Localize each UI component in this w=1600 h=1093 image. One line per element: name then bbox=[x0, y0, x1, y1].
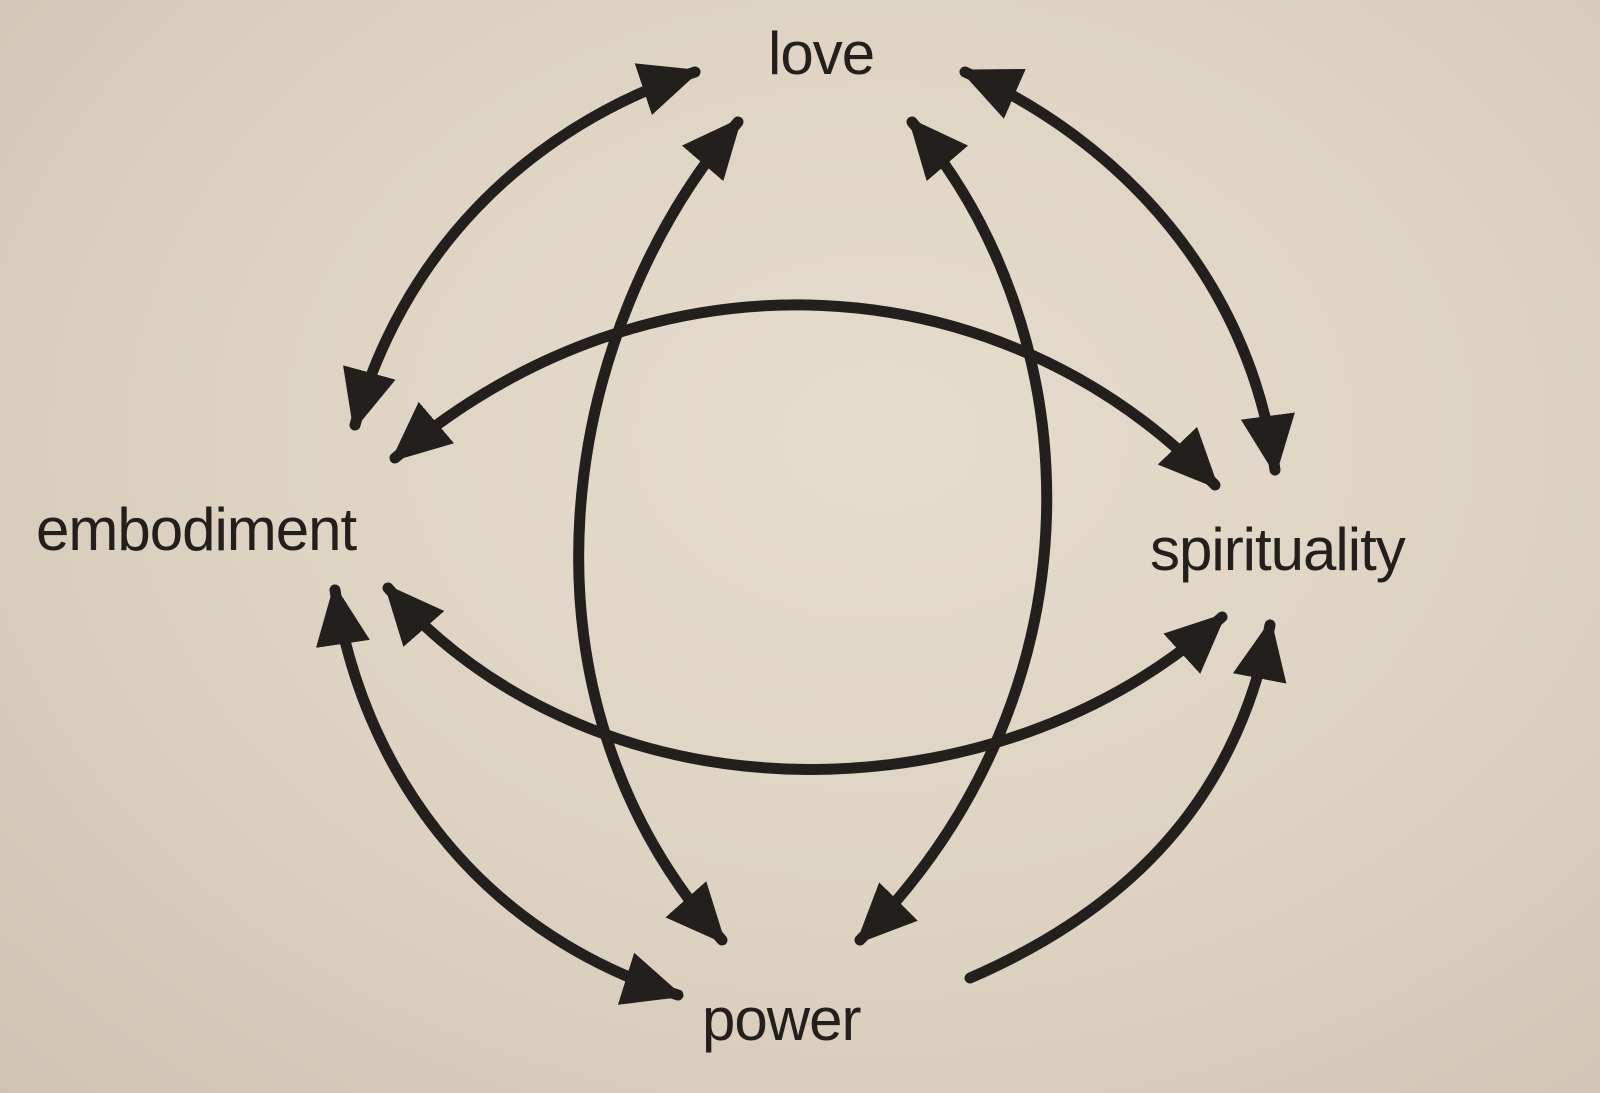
arrow-embodiment-spirituality-top bbox=[389, 299, 1221, 491]
node-label-spirituality: spirituality bbox=[1150, 516, 1406, 583]
node-label-embodiment: embodiment bbox=[36, 496, 357, 563]
arrow-love-embodiment bbox=[343, 63, 701, 431]
arrow-love-power-right bbox=[854, 116, 1053, 946]
arrow-love-power-left bbox=[573, 116, 744, 946]
arrow-power-spirituality bbox=[964, 619, 1287, 984]
arrow-love-spirituality bbox=[959, 66, 1295, 476]
node-label-love: love bbox=[768, 20, 875, 87]
node-label-power: power bbox=[702, 986, 861, 1053]
arrow-embodiment-power bbox=[316, 584, 684, 1005]
arrow-embodiment-spirituality-bottom bbox=[382, 582, 1228, 775]
